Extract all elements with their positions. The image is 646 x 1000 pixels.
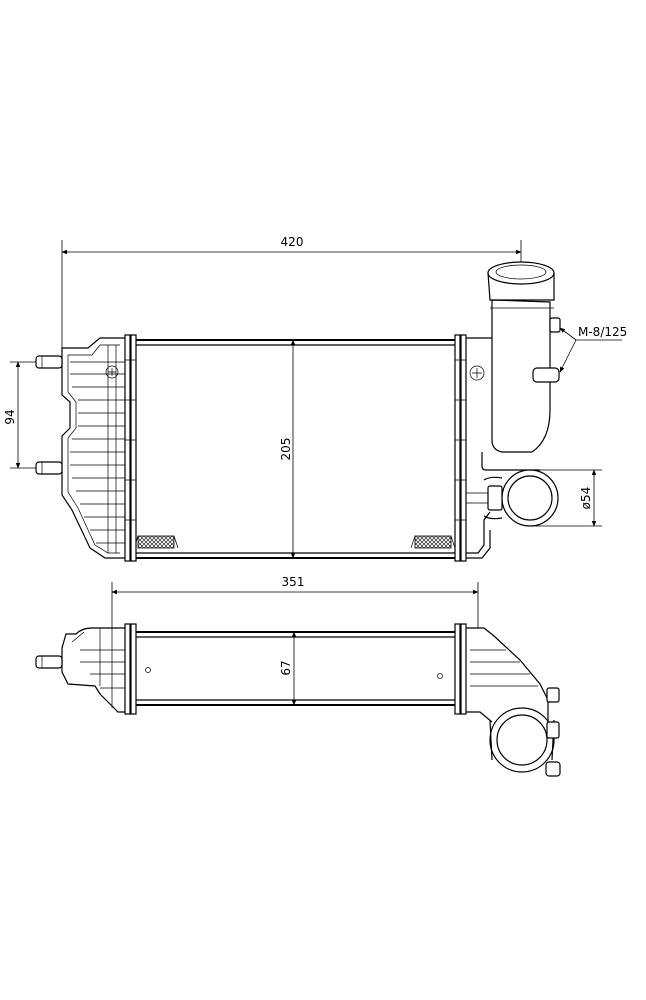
front-right-tank: [466, 261, 561, 559]
top-right-plate: [454, 623, 461, 715]
front-left-plate: [124, 334, 137, 562]
top-left-tank: [35, 627, 125, 713]
top-left-plate: [124, 623, 131, 715]
top-view: 351 67: [35, 575, 561, 777]
dim-core-width: 351: [282, 575, 305, 589]
dim-outlet-diameter: ø54: [579, 487, 593, 510]
dim-mount-spacing: 94: [3, 409, 17, 424]
dim-core-depth: 67: [279, 660, 293, 675]
front-right-plate: [454, 334, 485, 562]
front-view: 420 205 94 ø54 M-8/125: [3, 235, 627, 562]
front-left-tank: [35, 337, 125, 559]
dim-core-height: 205: [279, 438, 293, 461]
dim-thread: M-8/125: [578, 325, 627, 339]
dim-overall-width: 420: [281, 235, 304, 249]
top-right-tank: [466, 627, 561, 777]
